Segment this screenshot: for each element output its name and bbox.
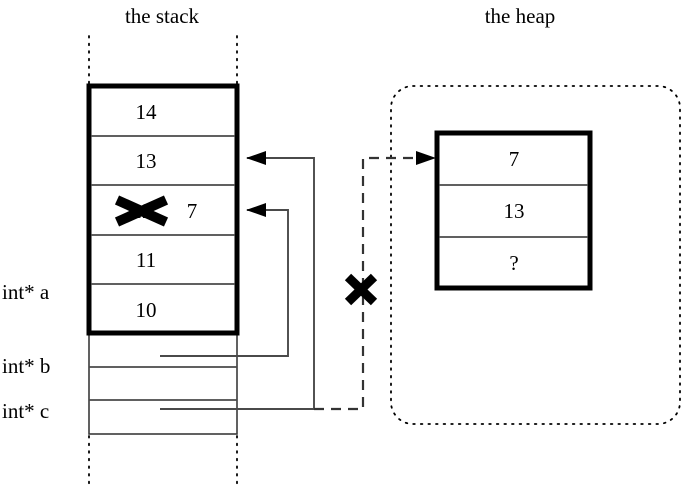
stack-cell-value-0: 14	[136, 100, 158, 124]
broken-pointer-x-icon	[344, 273, 378, 306]
heap-cell-value-1: 13	[504, 199, 525, 223]
heap-title: the heap	[485, 4, 556, 28]
stack-cell-value-1: 13	[136, 149, 157, 173]
heap-cell-value-2: ?	[509, 251, 518, 275]
struck-value-x-icon	[114, 195, 169, 227]
stack-frame-box	[86, 83, 240, 336]
stack-title: the stack	[125, 4, 200, 28]
variable-label-b: int* b	[2, 354, 50, 378]
variable-label-c: int* c	[2, 399, 49, 423]
heap-cell-value-0: 7	[509, 147, 520, 171]
variable-label-a: int* a	[2, 280, 50, 304]
pointer-b-arrow	[160, 203, 289, 357]
stack-variables-box	[88, 332, 238, 435]
stack-cell-value-3: 11	[136, 248, 156, 272]
stack-cell-value-2-new: 7	[187, 199, 198, 223]
heap-block	[434, 130, 593, 291]
stack-cell-value-4: 10	[136, 298, 157, 322]
pointer-a-arrow	[160, 151, 315, 410]
heap-region-boundary	[390, 85, 681, 425]
